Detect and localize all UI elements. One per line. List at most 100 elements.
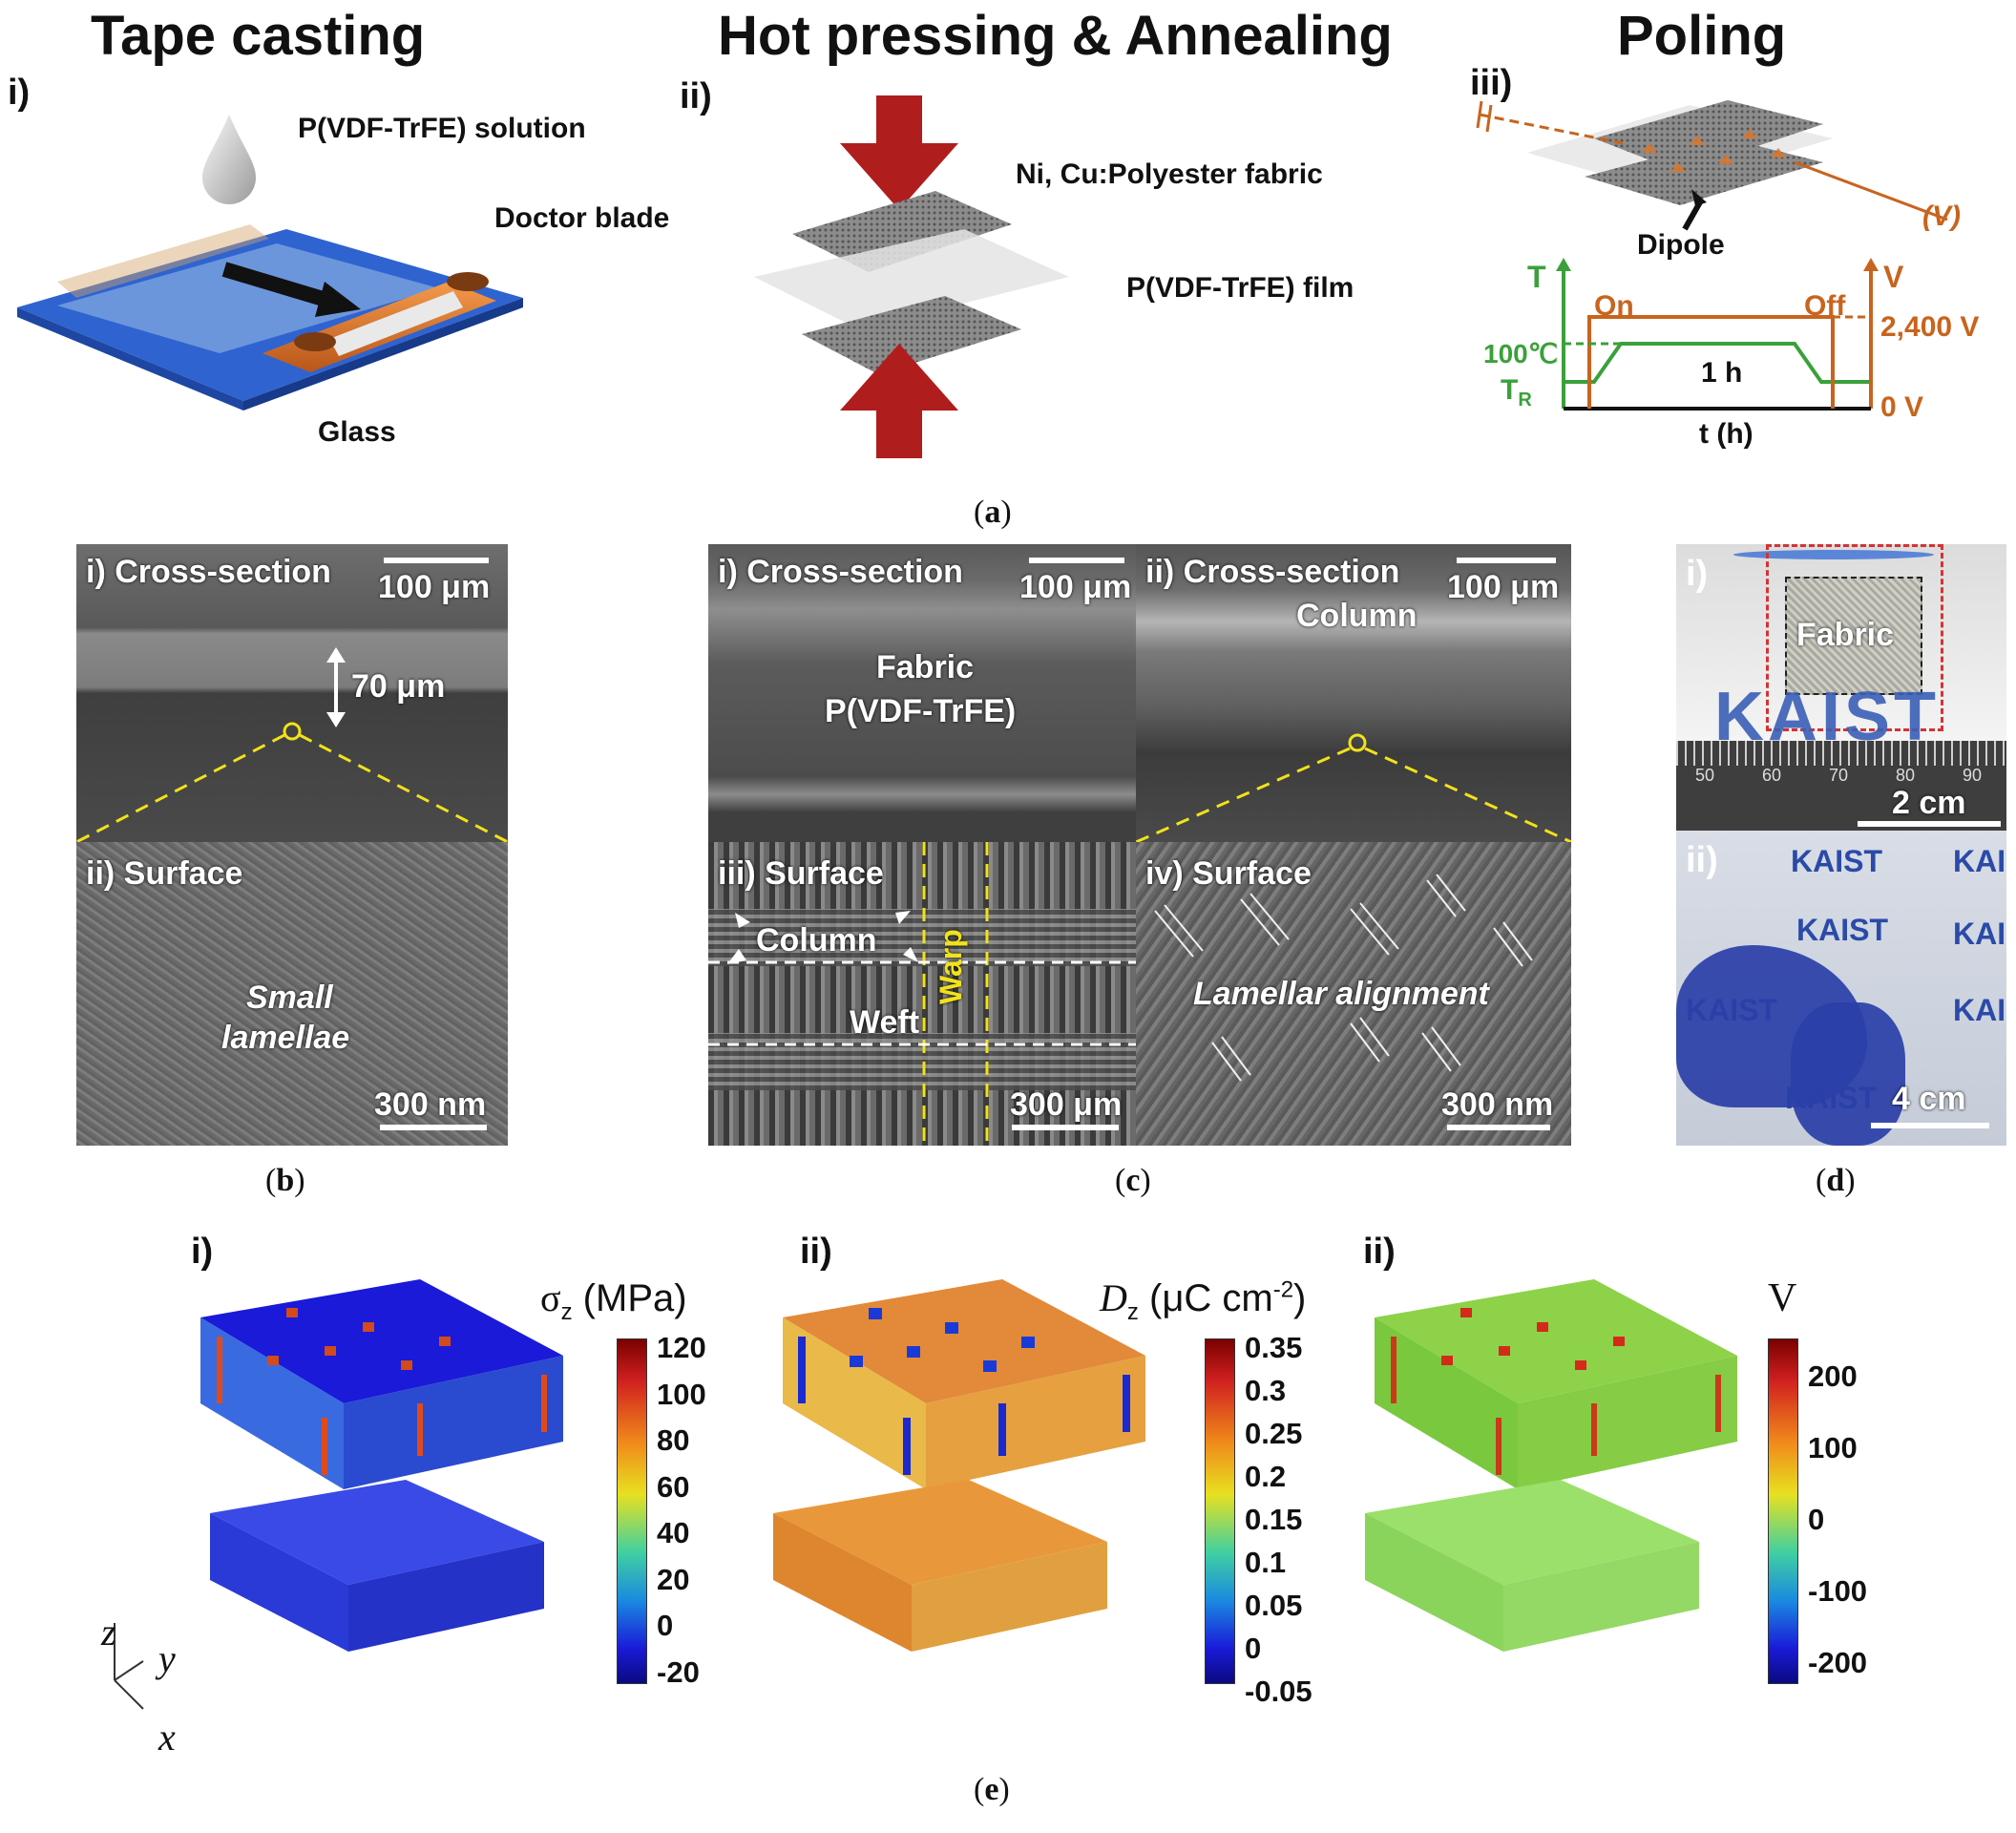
colorbar-tick-label: 100	[657, 1377, 706, 1411]
sem-b-bottom-label: ii) Surface	[86, 855, 243, 892]
droplet-icon	[202, 115, 256, 204]
colorbar-tick-label: 0	[1245, 1632, 1262, 1665]
colorbar-tick-label: -0.05	[1245, 1675, 1312, 1708]
colorbar-tick-label: -100	[1808, 1574, 1868, 1608]
scale-bar	[384, 558, 489, 563]
sem-c-q1-label: i) Cross-section	[718, 554, 963, 590]
caption-d: (d)	[1816, 1163, 1856, 1198]
sem-b-cross-section: i) Cross-section 100 μm 70 μm	[76, 544, 508, 842]
press-arrow-top	[876, 95, 922, 143]
direction-arrow	[221, 262, 332, 308]
scale-bar	[1457, 558, 1556, 563]
sem-b-top-scale: 100 μm	[378, 569, 491, 605]
label-film: P(VDF-TrFE) film	[1126, 272, 1354, 304]
hot-pressing-illustration	[754, 95, 1069, 458]
sem-c-q3: iii) Surface Column Weft Warp 300 μm	[708, 842, 1136, 1146]
label-0V: 0 V	[1880, 391, 1924, 423]
colorbar-tick-label: 0.15	[1245, 1503, 1303, 1536]
scale-bar	[1012, 1125, 1119, 1130]
ruler-scale-label: 2 cm	[1892, 785, 1966, 821]
sim-stress-block	[210, 1480, 544, 1585]
scale-bar	[1029, 558, 1124, 563]
photo-d-ii: KAIST KAIST KAIST KAI KAI KAI KAIST ii) …	[1676, 831, 2006, 1146]
sem-c-q2: ii) Cross-section 100 μm Column	[1136, 544, 1571, 842]
sub-label-e-i: i)	[191, 1232, 214, 1272]
colorbar-tick-label: 0	[1808, 1503, 1825, 1536]
colorbar-tick-label: 80	[657, 1423, 690, 1458]
kaist-logo-small: KAIST	[1791, 844, 1882, 878]
colorbar-title-potential: V	[1768, 1276, 1797, 1320]
colorbar-tick-label: 100	[1808, 1431, 1858, 1464]
sem-c-q1-scale: 100 μm	[1019, 569, 1132, 605]
axes-triad	[114, 1623, 144, 1710]
sub-label-e-ii: ii)	[800, 1232, 832, 1272]
colorbar-tick-label: 0.25	[1245, 1417, 1303, 1450]
axis-z-label: z	[101, 1611, 116, 1654]
colorbar-tick-label: 0.35	[1245, 1331, 1303, 1364]
sub-label-a-iii: iii)	[1470, 63, 1513, 103]
scale-bar	[1871, 1123, 1989, 1128]
poling-profile-plot	[1556, 258, 1879, 411]
sem-c-q2-column: Column	[1296, 598, 1418, 634]
sim-potential-block	[1365, 1480, 1699, 1585]
axis-label-T: T	[1527, 260, 1546, 294]
fabric-bottom	[802, 296, 1021, 374]
dipole-markers	[1642, 129, 1786, 172]
ruler: 50 60 70 80 90 2 cm	[1676, 741, 2006, 831]
ruler-num-60: 60	[1762, 766, 1782, 785]
kaist-logo-small: KAIST	[1796, 913, 1888, 947]
axis-y-label: y	[158, 1637, 176, 1680]
sem-c-q3-scale: 300 μm	[1010, 1086, 1123, 1123]
sim-displacement-block	[773, 1480, 1107, 1585]
label-fabric: Ni, Cu:Polyester fabric	[1016, 158, 1323, 190]
sem-c-q1-fabric: Fabric	[876, 649, 975, 685]
sem-c-q1-film: P(VDF-TrFE)	[825, 693, 1017, 729]
sub-label-a-i: i)	[8, 73, 31, 113]
label-dipole: Dipole	[1637, 229, 1725, 261]
scale-bar	[1447, 1125, 1550, 1130]
label-on: On	[1594, 290, 1634, 322]
sem-c-q4-label: iv) Surface	[1145, 855, 1312, 892]
sem-c-q3-weft: Weft	[850, 1004, 920, 1041]
poling-bottom-electrode	[1585, 138, 1823, 205]
colorbar-tick-label: 40	[657, 1516, 690, 1550]
sem-c-q4-text: Lamellar alignment	[1193, 976, 1489, 1012]
label-fabric-d: Fabric	[1796, 617, 1895, 653]
label-TR: TR	[1501, 374, 1532, 411]
label-1h: 1 h	[1701, 357, 1743, 389]
colorbar-tick-label: 0.2	[1245, 1460, 1287, 1493]
sem-b-top-label: i) Cross-section	[86, 554, 331, 590]
poling-top-electrode	[1594, 100, 1823, 172]
axis-label-V: V	[1883, 260, 1904, 294]
colorbar-title-displacement: Dz (μC cm-2)	[1100, 1276, 1307, 1325]
fabric-sample	[1785, 577, 1922, 695]
label-doctor-blade: Doctor blade	[494, 202, 670, 234]
poling-illustration	[1476, 100, 1948, 231]
sem-c-q2-label: ii) Cross-section	[1145, 554, 1400, 590]
sem-c-q3-label: iii) Surface	[718, 855, 884, 892]
sem-c-q4: iv) Surface Lamellar alignment 300 nm	[1136, 842, 1571, 1146]
colorbar-tick-label: 200	[1808, 1359, 1858, 1393]
sim-displacement	[773, 1279, 1145, 1652]
axis-x-label: x	[158, 1716, 176, 1759]
fabric-outline	[1766, 544, 1943, 731]
colorbar-tick-label: 0	[657, 1609, 674, 1643]
scale-bar	[1858, 821, 2001, 827]
film-layer	[754, 229, 1069, 329]
caption-b: (b)	[265, 1163, 305, 1198]
kaist-logo: KAIST	[1714, 679, 1940, 741]
sem-c-q1: i) Cross-section 100 μm Fabric P(VDF-TrF…	[708, 544, 1136, 842]
sub-label-a-ii: ii)	[680, 76, 712, 116]
colorbar-title-stress: σz (MPa)	[540, 1276, 687, 1325]
scale-bar	[380, 1125, 487, 1130]
sem-b-thickness: 70 μm	[351, 668, 446, 705]
press-arrow-bottom	[840, 344, 958, 411]
header-tape-casting: Tape casting	[91, 5, 426, 67]
caption-a: (a)	[974, 495, 1012, 530]
sub-label-e-iii: ii)	[1363, 1232, 1396, 1272]
label-solution: P(VDF-TrFE) solution	[298, 113, 586, 144]
header-hot-pressing: Hot pressing & Annealing	[718, 5, 1393, 67]
caption-c: (c)	[1115, 1163, 1151, 1198]
label-100C: 100℃	[1483, 339, 1559, 369]
